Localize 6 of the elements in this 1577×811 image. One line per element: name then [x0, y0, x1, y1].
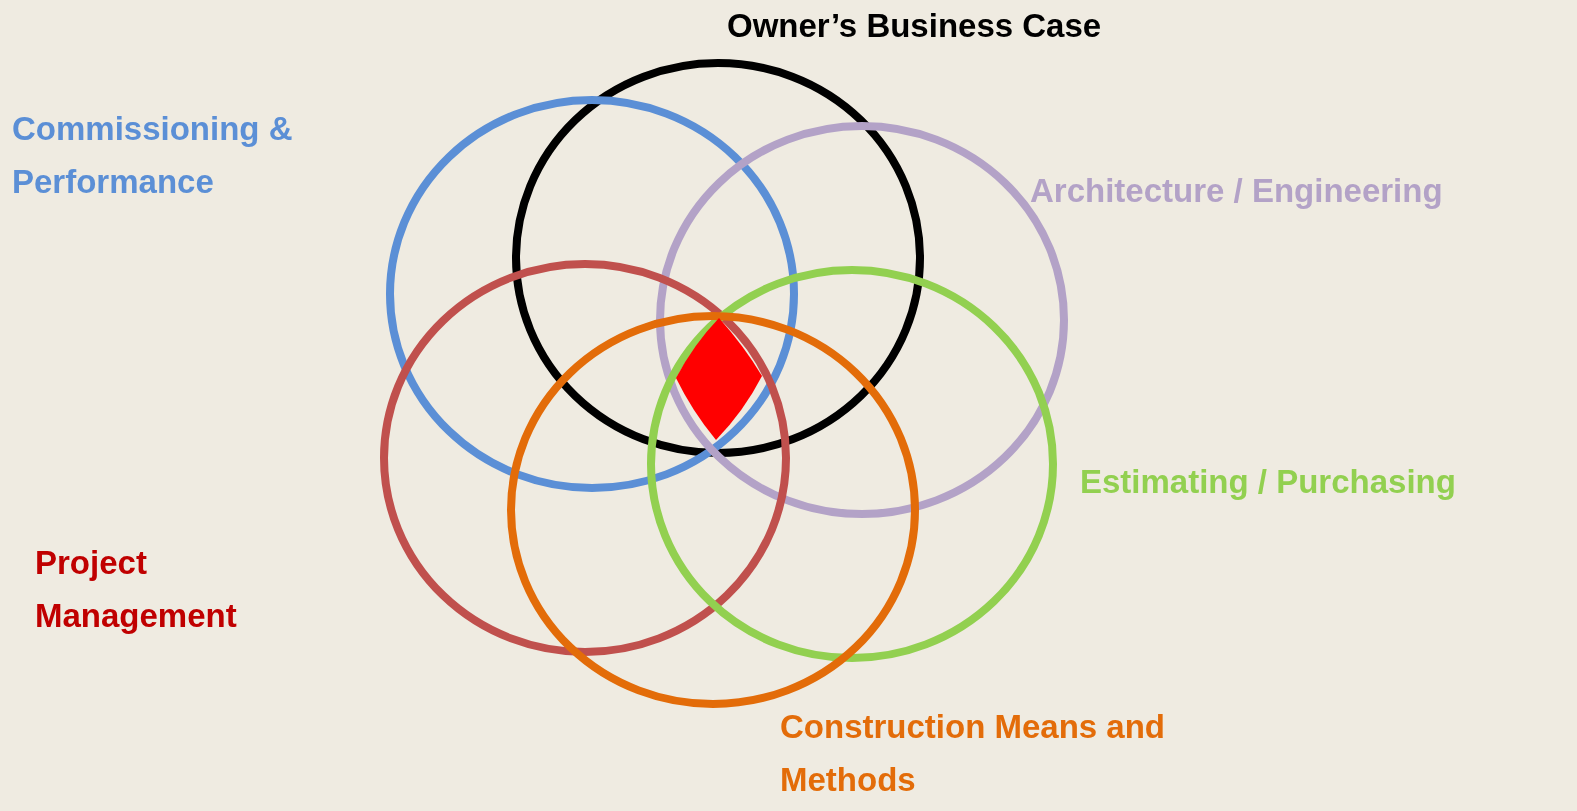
circle-label: Architecture / Engineering: [1030, 171, 1444, 211]
circle-label: Project Management: [35, 543, 238, 636]
circle-label: Commissioning & Performance: [12, 109, 294, 202]
circle-label: Construction Means and Methods: [780, 707, 1167, 800]
circle-label: Estimating / Purchasing: [1080, 462, 1457, 502]
circle-label: Owner’s Business Case: [727, 6, 1103, 46]
